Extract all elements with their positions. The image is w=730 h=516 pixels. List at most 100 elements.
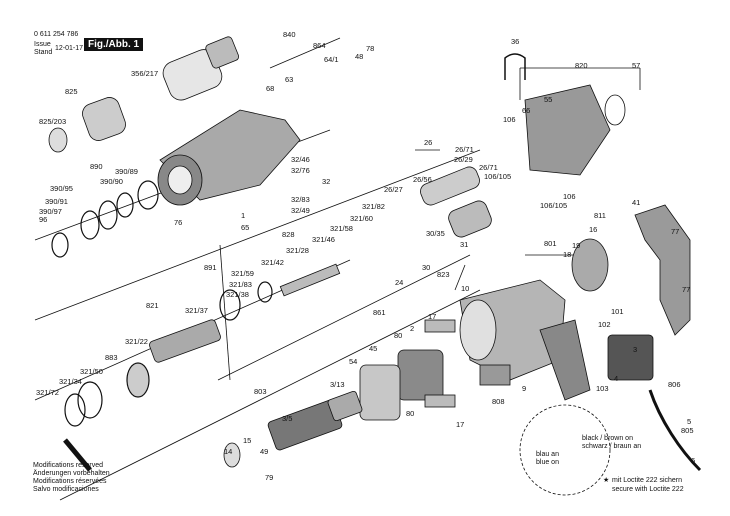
part-label: 321/22 [125,337,148,346]
part-label: 390/91 [45,197,68,206]
gearbox-housing [157,109,301,206]
part-label: 883 [105,353,118,362]
part-label: 106 [563,192,576,201]
part-label: 76 [174,218,183,227]
part-label: 96 [39,215,48,224]
issue-label: Issue [34,41,51,48]
part-label: 57 [632,61,641,70]
part-label: 321/82 [362,202,385,211]
star-icon: ★ [603,477,610,484]
part-label: 828 [282,230,295,239]
part-label: 77 [671,227,680,236]
part-label: 890 [90,162,103,171]
part-label: 14 [224,447,233,456]
part-label: 103 [596,384,609,393]
seal-rings [51,180,159,258]
part-label: 36 [511,37,520,46]
part-label: 49 [260,447,269,456]
stand-label: Stand [34,49,53,56]
part-label: 102 [598,320,611,329]
drill-chuck [162,36,240,101]
wire-note-blue-de: blau an [536,451,559,458]
part-label: 26/27 [384,185,403,194]
part-label: 390/95 [50,184,73,193]
part-label: 66 [522,106,531,115]
part-label: 6 [691,456,696,465]
part-label: 321/60 [350,214,373,223]
power-cable [648,389,702,472]
spindle-rings [64,281,273,427]
part-label: 823 [437,270,450,279]
part-label: 64/1 [324,55,339,64]
issue-date: 12-01-17 [55,45,84,52]
part-label: 321/72 [36,388,59,397]
part-label: 803 [254,387,267,396]
wiring-detail-circle [519,404,611,496]
armature [223,390,363,468]
part-label: 321/46 [312,235,335,244]
part-label: 811 [594,211,606,220]
part-label: 808 [492,397,505,406]
part-label: 390/89 [115,167,138,176]
loctite-note-de: mit Loctite 222 sichern [612,477,683,484]
spindle [149,263,341,363]
part-label: 101 [611,307,624,316]
part-label: 825 [65,87,78,96]
part-label: 68 [266,84,275,93]
leader-line [59,289,481,501]
part-label: 48 [355,52,364,61]
part-label: 30 [422,263,431,272]
part-label: 3 [633,345,638,354]
front-chuck-parts [48,97,126,153]
part-label: 356/217 [131,69,159,78]
part-label: 16 [589,225,598,234]
part-label: 32/76 [291,166,310,175]
handle [539,204,691,401]
part-label: 321/83 [229,280,252,289]
part-label: 17 [428,312,437,321]
part-label: 26 [424,138,433,147]
part-label: 32/46 [291,155,310,164]
leader-line [269,37,341,69]
part-label: 79 [265,473,274,482]
tool-pin [63,438,92,472]
part-label: 840 [283,30,296,39]
part-label: 2 [410,324,415,333]
part-label: 106/105 [540,201,568,210]
wire-note-black-de: schwarz / braun an [582,443,642,450]
part-label: 32/49 [291,206,310,215]
part-label: 106 [503,115,516,124]
part-label: 17 [456,420,465,429]
part-label: 26/71 [479,163,498,172]
part-label: 78 [366,44,375,53]
part-label: 18 [563,250,572,259]
part-label: 54 [349,357,358,366]
switch-module [607,334,654,381]
leader-line [34,149,481,321]
modifications-note: Modifications reserved [33,462,104,469]
part-label: 321/37 [185,306,208,315]
part-label: 24 [395,278,404,287]
part-label: 15 [243,436,252,445]
part-label: 825/203 [39,117,67,126]
modifications-note: Salvo modificaciones [33,486,99,493]
part-label: 77 [682,285,691,294]
part-label: 19 [572,241,581,250]
part-label: 10 [461,284,470,293]
part-label: 65 [241,223,250,232]
part-label: 321/28 [286,246,309,255]
doc-number: 0 611 254 786 [34,31,79,38]
brush-holder [424,319,511,408]
part-label: 891 [204,263,217,272]
part-label: 820 [575,61,588,70]
part-label: 26/71 [455,145,474,154]
figure-title: Fig./Abb. 1 [84,38,144,51]
part-label: 32 [322,177,331,186]
part-label: 1 [241,211,246,220]
part-label: 864 [313,41,326,50]
part-label: 45 [369,344,378,353]
modifications-note: Änderungen vorbehalten [33,470,110,477]
part-label: 321/50 [80,367,103,376]
part-label: 32/83 [291,195,310,204]
